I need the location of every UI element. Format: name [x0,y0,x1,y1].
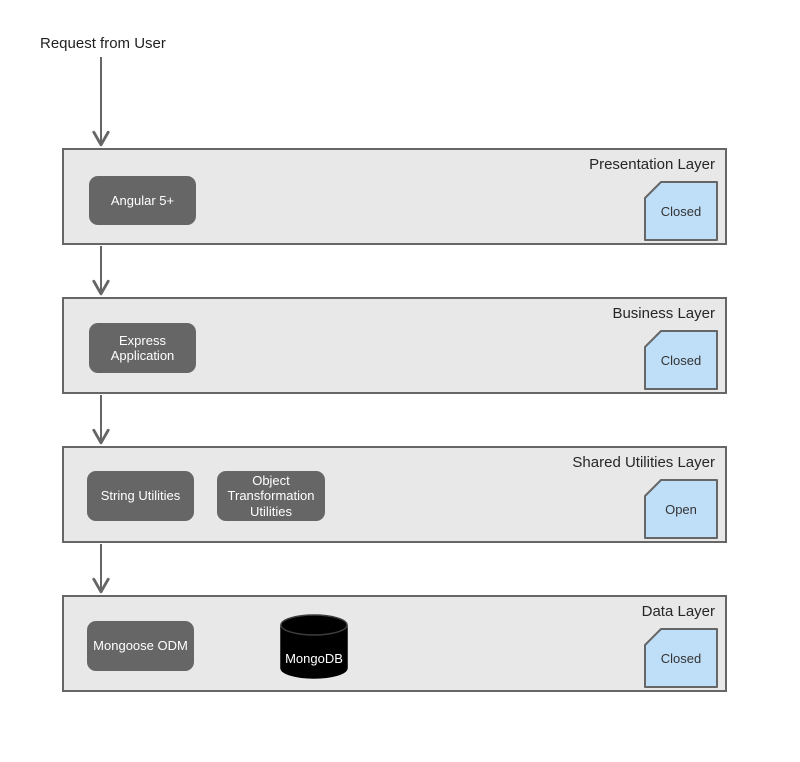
node-mongoose-odm: Mongoose ODM [87,621,194,671]
node-string-utilities: String Utilities [87,471,194,521]
node-angular-label: Angular 5+ [110,192,175,208]
database-mongodb: MongoDB [279,614,349,679]
card-shape-icon [644,628,718,688]
badge-data-label: Closed [660,650,702,666]
badge-business-label: Closed [660,352,702,368]
node-express-label: Express Application [110,332,175,363]
layer-data: Data Layer Mongoose ODM MongoDB Closed [62,595,727,692]
badge-data: Closed [644,628,718,688]
node-string-utilities-label: String Utilities [100,488,181,504]
database-cylinder-icon [280,614,348,679]
layer-data-title: Data Layer [641,603,715,620]
layer-presentation: Presentation Layer Angular 5+ Closed [62,148,727,245]
layer-shared-utilities-title: Shared Utilities Layer [572,454,715,471]
node-object-transformation-utilities-label: Object Transformation Utilities [227,473,315,519]
badge-shared-utilities: Open [644,479,718,539]
badge-presentation-label: Closed [660,203,702,219]
layer-presentation-title: Presentation Layer [589,156,715,173]
database-mongodb-label: MongoDB [285,651,343,666]
layer-business-title: Business Layer [612,305,715,322]
card-shape-icon [644,181,718,241]
layer-shared-utilities: Shared Utilities Layer String Utilities … [62,446,727,543]
node-mongoose-odm-label: Mongoose ODM [93,638,188,654]
node-express: Express Application [89,323,196,373]
layer-business: Business Layer Express Application Close… [62,297,727,394]
request-from-user-label: Request from User [40,35,166,52]
card-shape-icon [644,330,718,390]
badge-business: Closed [644,330,718,390]
badge-presentation: Closed [644,181,718,241]
node-object-transformation-utilities: Object Transformation Utilities [217,471,325,521]
badge-shared-utilities-label: Open [665,501,697,517]
card-shape-icon [644,479,718,539]
node-angular: Angular 5+ [89,176,196,225]
